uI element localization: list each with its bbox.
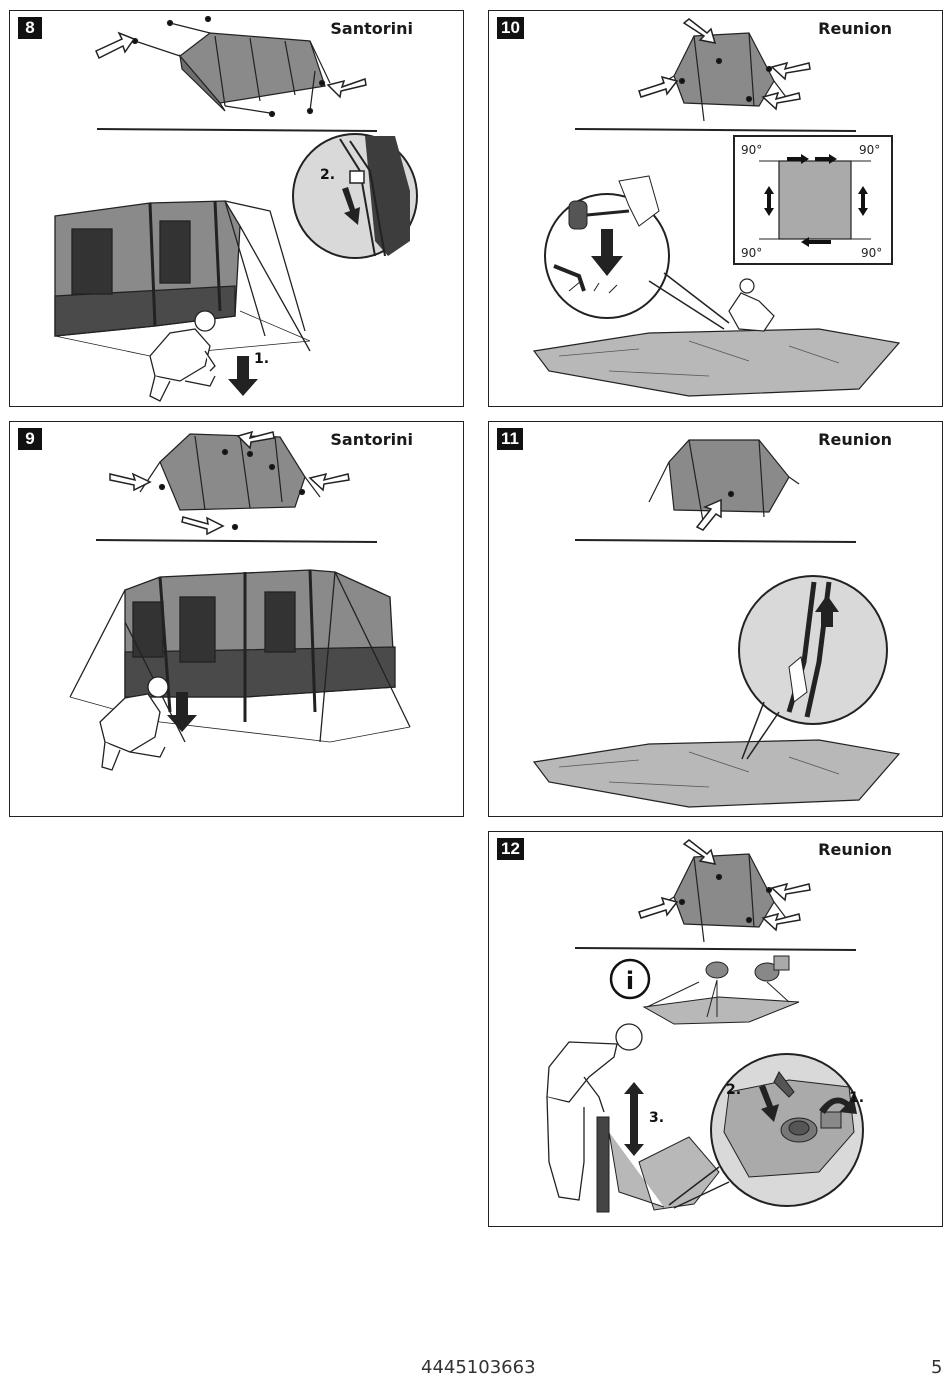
angle-label: 90° <box>741 143 762 157</box>
tent-overview <box>648 439 800 528</box>
arrow-icon <box>95 31 367 99</box>
arrow-icon <box>638 839 811 932</box>
model-name: Reunion <box>818 430 892 449</box>
tent-overview <box>131 15 331 118</box>
callout-1: 1. <box>254 351 269 367</box>
angle-label: 90° <box>859 143 880 157</box>
callout-1: 1. <box>849 1090 864 1106</box>
arrow-up-icon <box>815 595 839 627</box>
magnifier-detail <box>710 1053 864 1207</box>
arrow-down-icon <box>759 1085 779 1122</box>
tent-main <box>69 569 411 743</box>
step-11-illustration <box>532 439 901 808</box>
step-number: 12 <box>497 838 524 860</box>
tent-overview <box>139 433 321 531</box>
info-symbol: i <box>626 967 634 995</box>
pump-icon <box>596 1116 610 1213</box>
ground-sheet <box>532 739 901 808</box>
tent-overview <box>648 853 790 943</box>
magnifier-detail <box>292 133 418 259</box>
arrow-icon <box>695 498 722 531</box>
ground-sheet <box>532 328 901 397</box>
step-number: 11 <box>497 428 523 450</box>
step-9-panel: 9 Santorini <box>9 421 464 817</box>
arrow-down-icon <box>228 356 258 396</box>
pumping-person <box>546 1023 643 1201</box>
step-8-illustration: 2. 1. <box>54 15 418 402</box>
step-number: 9 <box>18 428 42 450</box>
valve-icon <box>705 955 790 982</box>
step-number: 8 <box>18 17 42 39</box>
step-9-illustration <box>69 430 411 771</box>
model-name: Reunion <box>818 19 892 38</box>
tent-overview <box>648 32 790 122</box>
magnifier-detail <box>544 175 670 319</box>
kneeling-person <box>149 310 216 402</box>
step-11-panel: 11 Reunion <box>488 421 943 817</box>
page-number: 5 <box>931 1357 943 1378</box>
step-number: 10 <box>497 17 524 39</box>
right-angle-diagram: 90° 90° 90° 90° <box>733 135 893 265</box>
document-code: 4445103663 <box>421 1357 536 1378</box>
step-8-panel: 8 Santorini 2. <box>9 10 464 407</box>
step-10-panel: 10 Reunion <box>488 10 943 407</box>
ground-sheet <box>642 996 800 1025</box>
model-name: Santorini <box>330 19 413 38</box>
step-10-illustration: 90° 90° 90° 90° <box>532 18 901 397</box>
rotate-arrow-icon <box>819 1094 857 1114</box>
kneeling-person <box>99 676 169 771</box>
arrow-icon <box>638 18 811 111</box>
angle-label: 90° <box>861 246 882 260</box>
arrow-updown-icon <box>624 1082 644 1156</box>
model-name: Reunion <box>818 840 892 859</box>
callout-2: 2. <box>320 167 335 183</box>
step-12-illustration: i 3. 2. 1. <box>546 839 864 1213</box>
kneeling-person <box>728 278 775 332</box>
magnifier-detail <box>738 575 888 725</box>
arrow-down-icon <box>591 229 623 276</box>
callout-2: 2. <box>726 1082 741 1098</box>
tent-main <box>54 200 311 357</box>
step-12-panel: 12 Reunion i <box>488 831 943 1227</box>
info-icon <box>609 958 651 1000</box>
callout-3: 3. <box>649 1110 664 1126</box>
angle-label: 90° <box>741 246 762 260</box>
arrow-down-icon <box>167 692 197 732</box>
arrow-icon <box>109 430 350 536</box>
model-name: Santorini <box>330 430 413 449</box>
